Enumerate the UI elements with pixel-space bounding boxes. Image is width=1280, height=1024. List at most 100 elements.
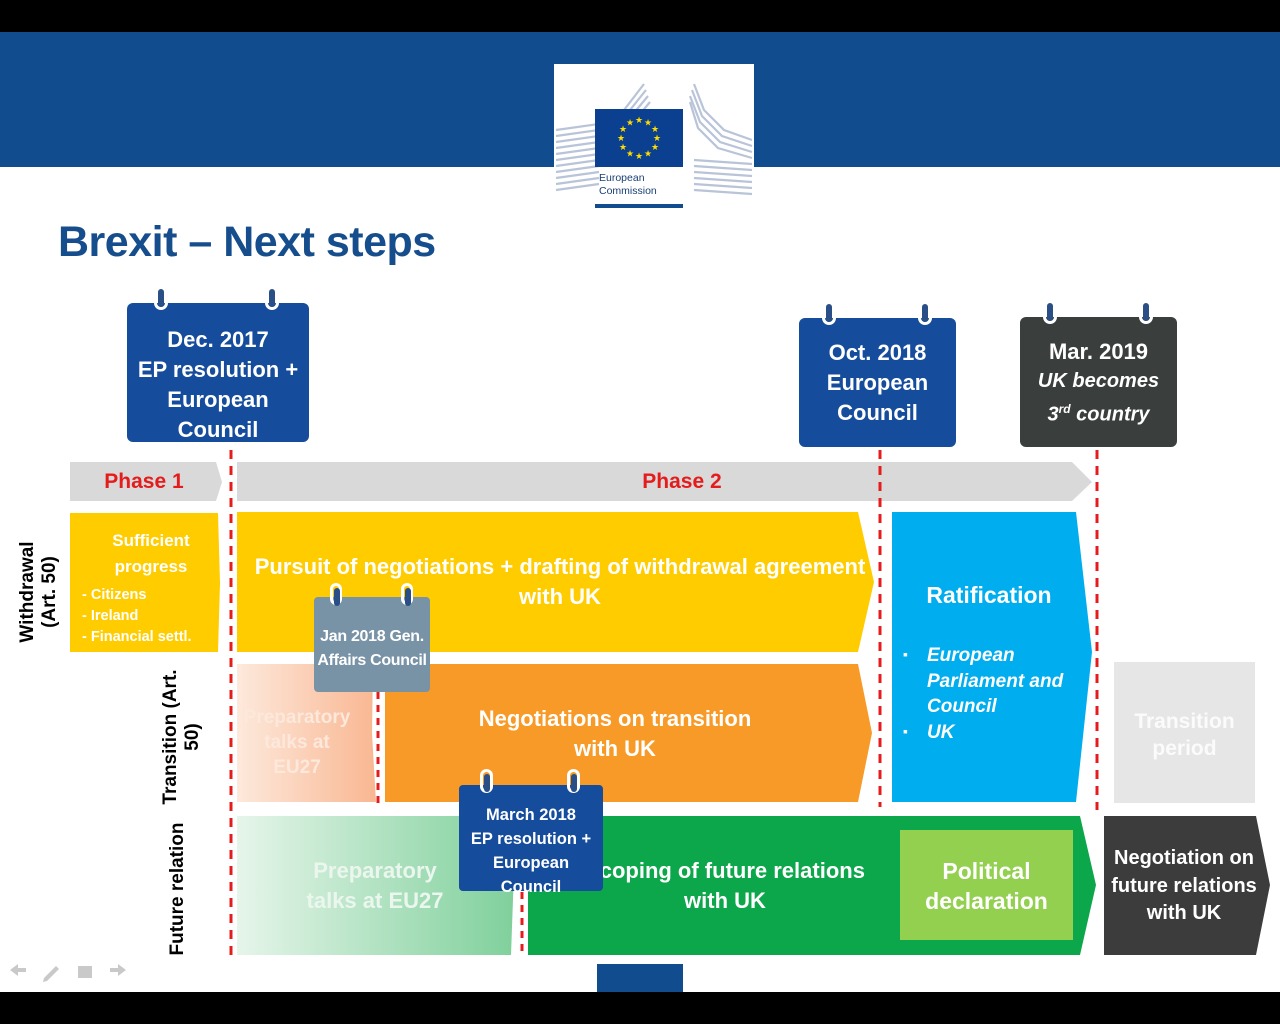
svg-text:★: ★	[651, 143, 659, 153]
ratification-b2: UK	[927, 721, 955, 743]
logo-text-line2: Commission	[599, 185, 657, 197]
transition-neg-l2: with UK	[574, 736, 656, 761]
future-negotiation-arrow	[1104, 816, 1270, 955]
row-label-transition: Transition (Art. 50)	[160, 669, 203, 805]
svg-text:★: ★	[644, 150, 652, 160]
transition-neg-l1: Negotiations on transition	[478, 706, 752, 731]
cal-oct2018-l3: Council	[837, 400, 918, 425]
cal-mar2019-l3-pre: 3	[1047, 403, 1059, 426]
transition-period-label: Transition period	[1114, 708, 1255, 762]
ratification-bullets: ▪ European Parliament and Council ▪ UK	[903, 643, 1063, 745]
cal-jan2018-l2: Affairs Council	[317, 652, 427, 669]
row-label-withdrawal: Withdrawal (Art. 50)	[17, 541, 60, 643]
calendar-march2018: March 2018 EP resolution + European Coun…	[459, 785, 603, 896]
future-prep-l2: talks at EU27	[306, 888, 444, 913]
calendar-ring-icon	[822, 299, 836, 325]
svg-text:★: ★	[653, 134, 661, 144]
calendar-ring-icon	[330, 583, 342, 606]
future-negotiation-label: Negotiation on future relations with UK	[1104, 845, 1264, 928]
nav-menu-icon	[78, 966, 92, 978]
eu-stars-icon: ★ ★ ★ ★ ★ ★ ★ ★ ★ ★ ★ ★	[617, 116, 661, 162]
ratification-b1-l1: European	[927, 645, 1015, 666]
cal-march2018-l3: European	[492, 854, 570, 872]
cal-dec2017-l3: European	[167, 387, 269, 412]
ratification-b1-l2: Parliament and	[927, 670, 1064, 692]
transition-negotiation-arrow	[385, 664, 872, 802]
transition-negotiation-label: Negotiations on transition with UK	[385, 704, 845, 764]
transition-prep-l2: talks at	[264, 732, 330, 753]
row-label-future: Future relation	[167, 822, 188, 956]
calendar-ring-icon	[1139, 298, 1153, 324]
page-title: Brexit – Next steps	[58, 218, 436, 266]
svg-text:★: ★	[651, 125, 659, 135]
svg-text:★: ★	[619, 143, 627, 153]
phase1-label: Phase 1	[104, 470, 184, 493]
calendar-dec2017: Dec. 2017 EP resolution + European Counc…	[127, 303, 309, 442]
nav-back-icon	[10, 964, 26, 976]
svg-text:★: ★	[635, 116, 643, 126]
cal-mar2019-l2: UK becomes	[1037, 370, 1160, 392]
svg-text:★: ★	[644, 119, 652, 129]
calendar-ring-icon	[567, 769, 580, 793]
calendar-ring-icon	[154, 284, 168, 310]
future-prep-l1: Preparatory	[313, 858, 437, 883]
future-scoping-l2: with UK	[684, 888, 766, 913]
eu-flag-icon: ★ ★ ★ ★ ★ ★ ★ ★ ★ ★ ★ ★	[595, 109, 683, 167]
transition-period-l1: Transition	[1134, 710, 1235, 733]
future-neg-l2: future relations	[1111, 874, 1257, 897]
bullet-financial: - Financial settl.	[82, 629, 192, 645]
cal-march2018-l4: Council	[500, 878, 562, 896]
cal-dec2017-l1: Dec. 2017	[167, 327, 269, 352]
future-scoping-l1: Scoping of future relations	[585, 858, 865, 883]
pursuit-line2: with UK	[519, 584, 601, 609]
ratification-arrow	[892, 512, 1092, 802]
sufficient-progress-box	[70, 513, 220, 652]
future-neg-l3: with UK	[1146, 902, 1222, 924]
political-l1: Political	[942, 858, 1031, 884]
ratification-bullet-ep: ▪ European Parliament and Council	[903, 643, 1063, 720]
svg-text:★: ★	[619, 125, 627, 135]
cal-mar2019-l3-sup: rd	[1058, 402, 1071, 416]
bottom-tab	[597, 964, 683, 992]
bullet-ireland: - Ireland	[82, 608, 139, 624]
future-scoping-label: Scoping of future relations with UK	[580, 856, 870, 916]
pursuit-label: Pursuit of negotiations + drafting of wi…	[250, 552, 870, 612]
phase2-bar	[237, 462, 1092, 501]
political-declaration-box	[900, 830, 1073, 940]
ec-building-icon	[555, 83, 753, 196]
calendar-ring-icon	[918, 299, 932, 325]
calendar-ring-icon	[1043, 298, 1057, 324]
phase2-label: Phase 2	[642, 470, 722, 493]
cal-dec2017-l2: EP resolution +	[137, 357, 299, 382]
calendar-mar2019: Mar. 2019 UK becomes 3rd country	[1020, 317, 1177, 447]
cal-mar2019-l1: Mar. 2019	[1048, 339, 1149, 364]
cal-mar2019-l3-post: country	[1070, 403, 1150, 426]
transition-prep-l3: EU27	[273, 757, 321, 778]
cal-march2018-l1: March 2018	[486, 806, 576, 824]
transition-period-box	[1114, 662, 1255, 803]
sufficient-line1: Sufficient	[112, 531, 190, 550]
nav-forward-icon	[110, 964, 126, 976]
future-prep-label: Preparatory talks at EU27	[270, 856, 480, 916]
sufficient-progress-bullets: - Citizens - Ireland - Financial settl.	[82, 585, 192, 648]
bullet-citizens: - Citizens	[82, 587, 147, 603]
pursuit-line1: Pursuit of negotiations + drafting of wi…	[254, 554, 866, 579]
ec-logo-text: European Commission	[599, 172, 689, 198]
slide-nav-icons	[10, 964, 126, 982]
calendar-jan2018: Jan 2018 Gen. Affairs Council	[314, 597, 430, 692]
svg-text:★: ★	[635, 152, 643, 162]
political-l2: declaration	[925, 888, 1048, 914]
svg-text:★: ★	[626, 119, 634, 129]
calendar-ring-icon	[401, 583, 413, 606]
transition-prep-l1: Preparatory	[243, 707, 351, 728]
future-neg-l1: Negotiation on	[1114, 847, 1254, 869]
svg-text:★: ★	[626, 150, 634, 160]
diagram-shapes	[10, 450, 1270, 992]
transition-prep-box	[237, 664, 376, 802]
nav-pen-icon	[43, 966, 59, 982]
calendar-oct2018: Oct. 2018 European Council	[799, 318, 956, 447]
cal-oct2018-l2: European	[826, 370, 929, 395]
svg-text:★: ★	[617, 134, 625, 144]
transition-period-l2: period	[1152, 737, 1217, 760]
logo-text-line1: European	[599, 172, 645, 184]
